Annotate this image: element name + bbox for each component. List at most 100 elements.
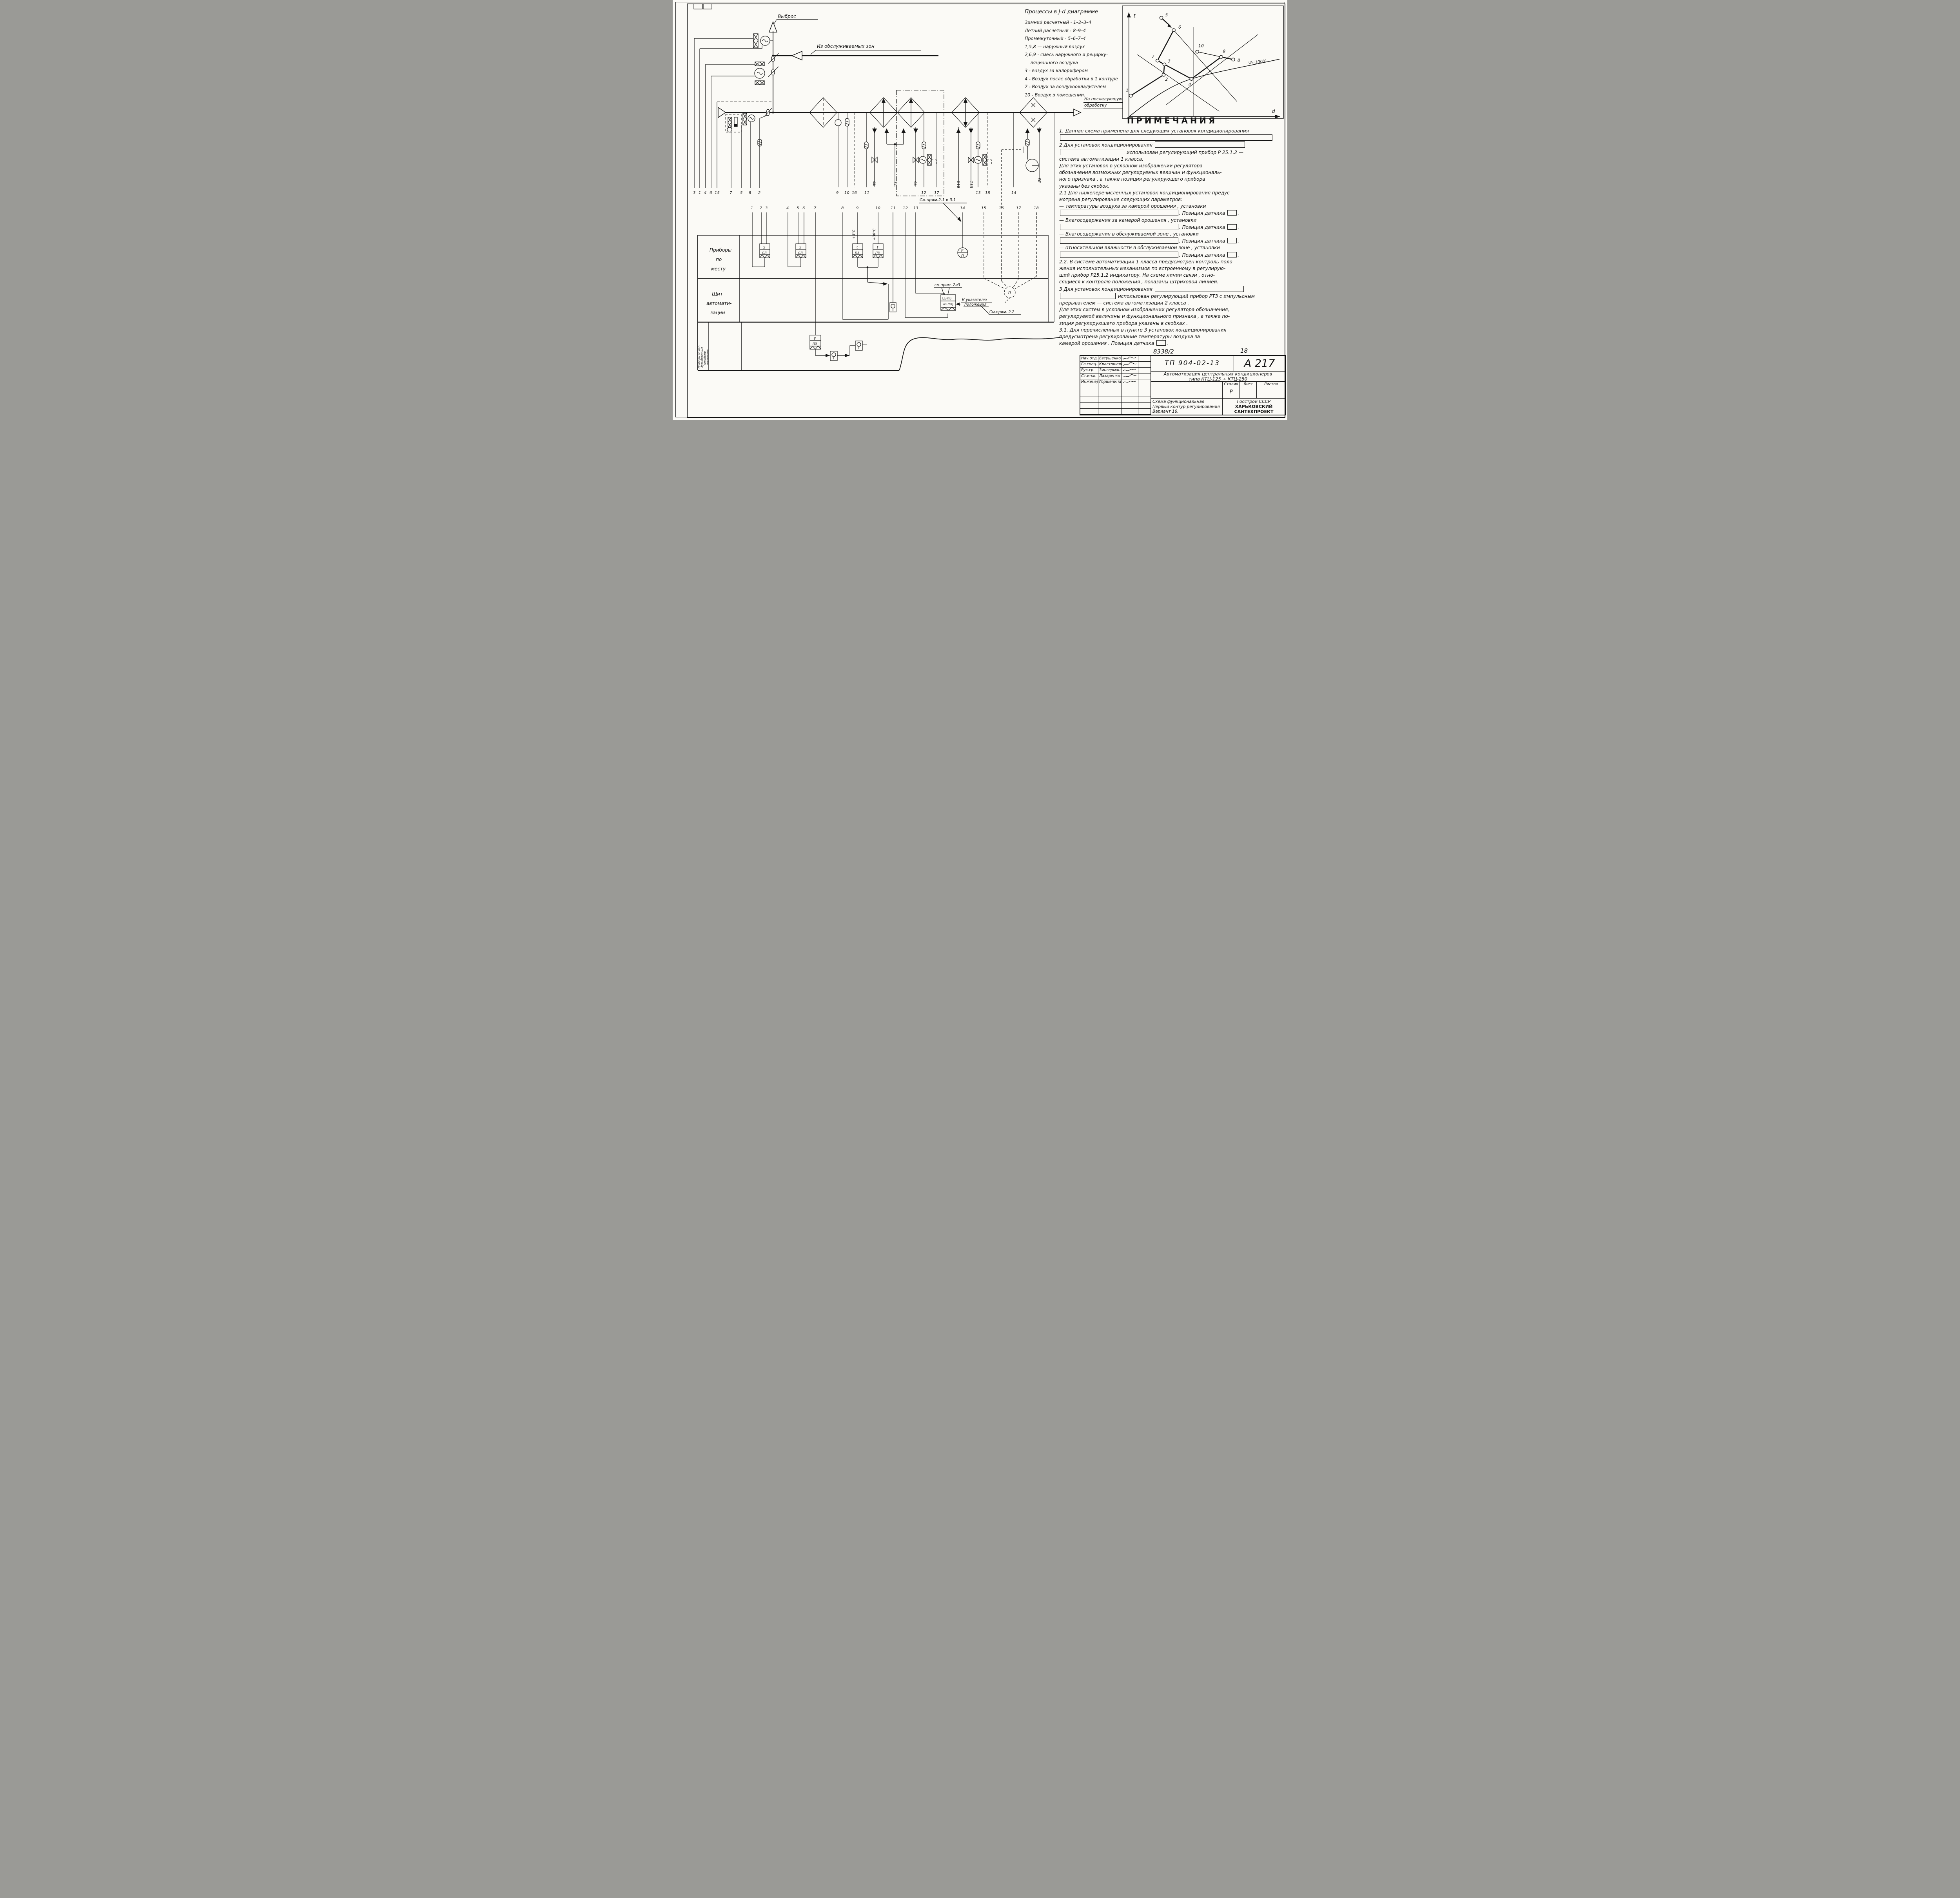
- note-line: 1. Данная схема применена для следующих …: [1059, 128, 1249, 134]
- jd-legend: Процессы в J-d диаграмме Зимний расчетны…: [1025, 9, 1123, 99]
- tag-number: 17: [934, 191, 939, 195]
- pipe-tag: Т1: [893, 181, 898, 186]
- placeholder-box-small: [1227, 238, 1237, 244]
- note-line: — Влагосодержания в обслуживаемой зоне ,…: [1059, 231, 1199, 237]
- exhaust-section: [753, 19, 938, 114]
- jd-legend-line: 10 - Воздух в помещении.: [1025, 92, 1085, 98]
- notes-section: ПРИМЕЧАНИЯ 1. Данная схема применена для…: [1059, 116, 1285, 347]
- note-line: 3 Для установок кондиционирования: [1059, 285, 1285, 293]
- to-indicator-label2: положения: [964, 303, 987, 307]
- note-line: зиция регулирующего прибора указаны в ск…: [1059, 320, 1188, 326]
- block-p: P: [961, 249, 964, 253]
- note-line: регулируемой величины и функционального …: [1059, 314, 1230, 319]
- empty-cell: [1098, 391, 1122, 397]
- empty-cell: [1098, 385, 1122, 391]
- notes-title: ПРИМЕЧАНИЯ: [1127, 116, 1218, 125]
- to-processing-line1: На последующую: [1083, 96, 1123, 103]
- placeholder-box: [1154, 141, 1245, 148]
- to-processing-label: На последующую обработку: [1083, 96, 1123, 109]
- sheet-main-frame: [687, 4, 1285, 418]
- schematic-labels: Выброс Из обслуживаемых зон См.прим.2.1 …: [693, 14, 1042, 368]
- row-label-local: по: [716, 257, 722, 262]
- tag-number: 10: [844, 191, 849, 195]
- note-line: обозначения возможных регулируемых велич…: [1059, 170, 1222, 176]
- block-pz: ПЗ: [875, 251, 880, 255]
- empty-cell: [1138, 385, 1151, 391]
- pipe-tag: Т2: [914, 181, 918, 186]
- scheme-name-cell: Схема функциональная Первый контур регул…: [1151, 399, 1223, 415]
- note-line: система автоматизации 1 класса.: [1059, 156, 1143, 162]
- block-t: t: [877, 246, 878, 250]
- instrument-table: [697, 235, 1062, 371]
- note-line: сящиеся к контролю положения , показаны …: [1059, 279, 1219, 285]
- jd-diagram: t d Ψ=100% 1 2 3 4 5 6 7 8 9 10: [1122, 5, 1284, 119]
- note-line: использован регулирующий прибор Р 25.1.2…: [1059, 149, 1285, 156]
- column-number: 9: [856, 206, 858, 210]
- note-line: указаны без скобок.: [1059, 183, 1110, 189]
- tag-number: 8: [749, 191, 751, 195]
- signature-cell: [1122, 362, 1138, 368]
- doc-code-cell: ТП 904-02-13: [1151, 356, 1234, 372]
- column-number: 3: [765, 206, 768, 210]
- note-line: — относительной влажности в обслуживаемо…: [1059, 245, 1220, 251]
- note-line: . Позиция датчика .: [1059, 223, 1285, 231]
- pipe-tag: В11: [969, 181, 974, 188]
- note-line: . Позиция датчика .: [1059, 237, 1285, 245]
- tag-number: 2: [758, 191, 760, 195]
- jd-legend-line: 4 - Воздух после обработки в 1 контуре: [1025, 76, 1118, 82]
- jd-point-label: 2: [1165, 77, 1168, 82]
- column-number: 4: [786, 206, 789, 210]
- jd-legend-line: Промежуточный - 5–6–7–4: [1025, 36, 1086, 41]
- column-number: 16: [999, 206, 1004, 210]
- note-line: жения исполнительных механизмов по встро…: [1059, 266, 1226, 272]
- pipe-tag: Т2: [873, 181, 877, 186]
- column-number: 8: [841, 206, 844, 210]
- tag-number: 1: [699, 191, 701, 195]
- jd-point-label: 1: [1126, 88, 1129, 93]
- jd-point-label: 7: [1152, 54, 1154, 59]
- sheet-header: Лист: [1240, 382, 1257, 389]
- left-tag-lines: [694, 38, 771, 188]
- tag-number: 4: [704, 191, 706, 195]
- jd-labels: t d Ψ=100% 1 2 3 4 5 6 7 8 9 10: [1126, 13, 1276, 114]
- drawing-sheet: Выброс Из обслуживаемых зон См.прим.2.1 …: [673, 0, 1287, 420]
- jd-legend-line: 3 - воздух за калорифером: [1025, 68, 1088, 73]
- person-name: Лазаренко: [1099, 374, 1120, 378]
- jd-axis-t-label: t: [1134, 13, 1136, 19]
- role-label: Рук.гр.: [1081, 368, 1095, 372]
- org-line1: Госстрой СССР: [1237, 399, 1271, 404]
- column-number: 11: [891, 206, 896, 210]
- note-line: 2 Для установок кондиционирования: [1059, 141, 1285, 149]
- from-zones-label: Из обслуживаемых зон: [817, 44, 875, 49]
- local-instrument-blocks: [759, 243, 968, 267]
- jd-legend-line: 1,5,8 — наружный воздух: [1025, 44, 1085, 49]
- role-label: Ст.инж.: [1081, 374, 1097, 378]
- empty-cell: [1080, 409, 1098, 415]
- main-duct: [718, 107, 1082, 132]
- jd-axis-d-label: d: [1272, 108, 1275, 114]
- person-name: Горшенина: [1099, 380, 1122, 384]
- note-line: 2.1 Для нижеперечисленных установок конд…: [1059, 190, 1232, 196]
- revision-boxes: [693, 4, 712, 9]
- placeholder-box: [1060, 149, 1124, 155]
- placeholder-box-small: [1156, 340, 1166, 346]
- column-number: 6: [802, 206, 805, 210]
- note-line: [1059, 134, 1285, 141]
- empty-cell: [1151, 382, 1223, 399]
- tag-number: 15: [715, 191, 720, 195]
- note-line: прерывателем — система автоматизации 2 к…: [1059, 300, 1189, 306]
- tag-number: 14: [1011, 191, 1016, 195]
- org-line3: САНТЕХПРОЕКТ: [1234, 409, 1274, 414]
- jd-saturation-curve: [1127, 59, 1280, 118]
- note-line: использован регулирующий прибор РТЗ с им…: [1059, 292, 1285, 300]
- column-number: 15: [981, 206, 986, 210]
- signature-cell: [1122, 379, 1138, 385]
- empty-cell: [1098, 397, 1122, 403]
- tag-number: 5: [740, 191, 742, 195]
- person-name: Евтушенко: [1099, 356, 1121, 361]
- placeholder-box: [1060, 134, 1272, 141]
- placeholder-box-small: [1227, 210, 1237, 216]
- placeholder-box: [1060, 237, 1178, 244]
- date-cell: [1138, 356, 1151, 362]
- signature-cell: [1122, 368, 1138, 373]
